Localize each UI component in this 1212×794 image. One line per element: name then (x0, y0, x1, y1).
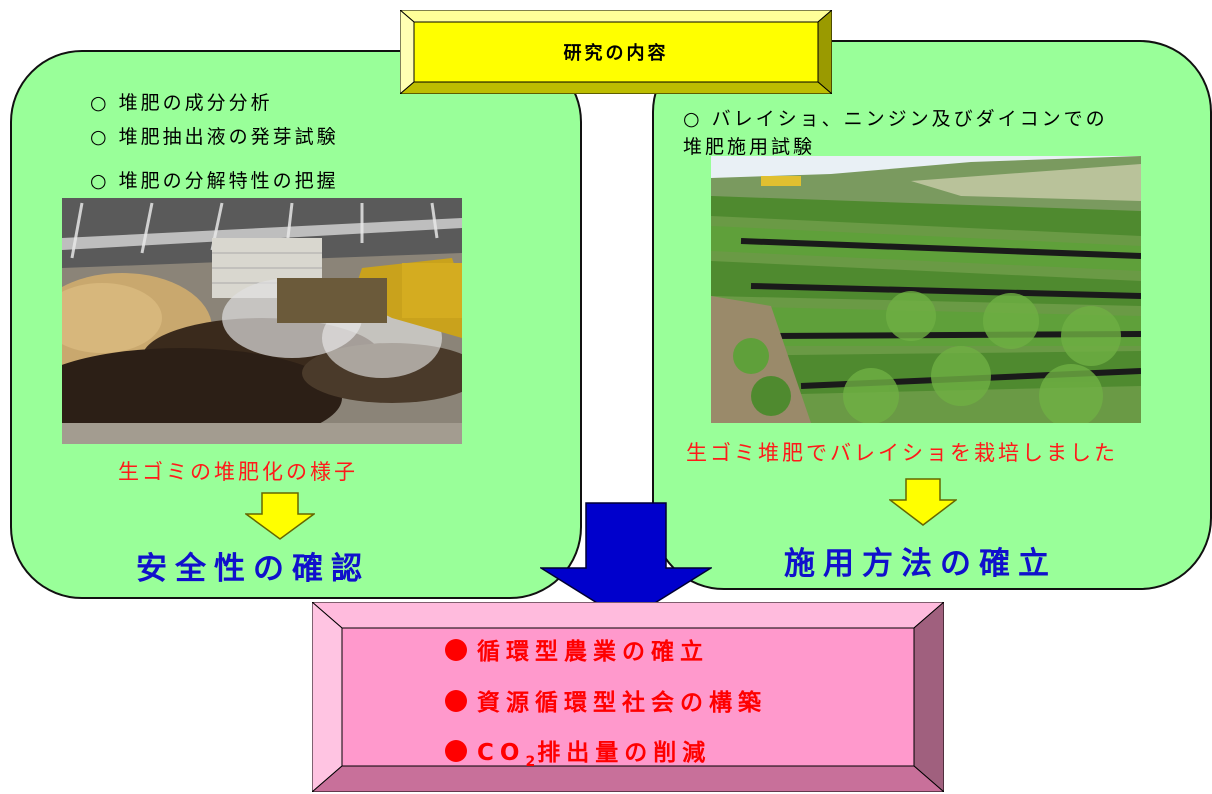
result-item-2: 資源循環型社会の構築 (445, 683, 767, 717)
result-bevel-box (312, 602, 944, 792)
right-down-arrow (889, 478, 957, 526)
bullet-dot-icon (445, 740, 467, 762)
diagram-title: 研究の内容 (563, 43, 669, 64)
bullet-dot-icon (445, 639, 467, 661)
title-bevel-box (400, 10, 832, 94)
co2-prefix: CO (477, 740, 526, 766)
result-item-3: CO2排出量の削減 (445, 733, 711, 770)
left-bullet-3: ○ 堆肥の分解特性の把握 (90, 170, 339, 192)
bullet-dot-icon (445, 690, 467, 712)
left-bullet-1: ○ 堆肥の成分分析 (90, 92, 273, 114)
co2-suffix: 排出量の削減 (537, 740, 712, 766)
result-item-2-text: 資源循環型社会の構築 (477, 690, 767, 716)
big-down-arrow (540, 502, 712, 622)
left-conclusion: 安全性の確認 (136, 551, 370, 587)
right-bullet-1: ○ バレイショ、ニンジン及びダイコンでの (683, 108, 1108, 130)
left-down-arrow (245, 492, 315, 540)
left-photo-caption: 生ゴミの堆肥化の様子 (118, 460, 358, 484)
right-photo-caption: 生ゴミ堆肥でバレイショを栽培しました (686, 441, 1118, 465)
result-item-1-text: 循環型農業の確立 (477, 639, 709, 665)
right-bullet-2: 堆肥施用試験 (683, 136, 816, 158)
potato-field-photo (711, 156, 1141, 423)
co2-subscript: 2 (525, 754, 538, 770)
result-item-1: 循環型農業の確立 (445, 632, 709, 666)
compost-photo (62, 198, 462, 444)
left-bullet-2: ○ 堆肥抽出液の発芽試験 (90, 126, 339, 148)
right-conclusion: 施用方法の確立 (784, 546, 1057, 582)
